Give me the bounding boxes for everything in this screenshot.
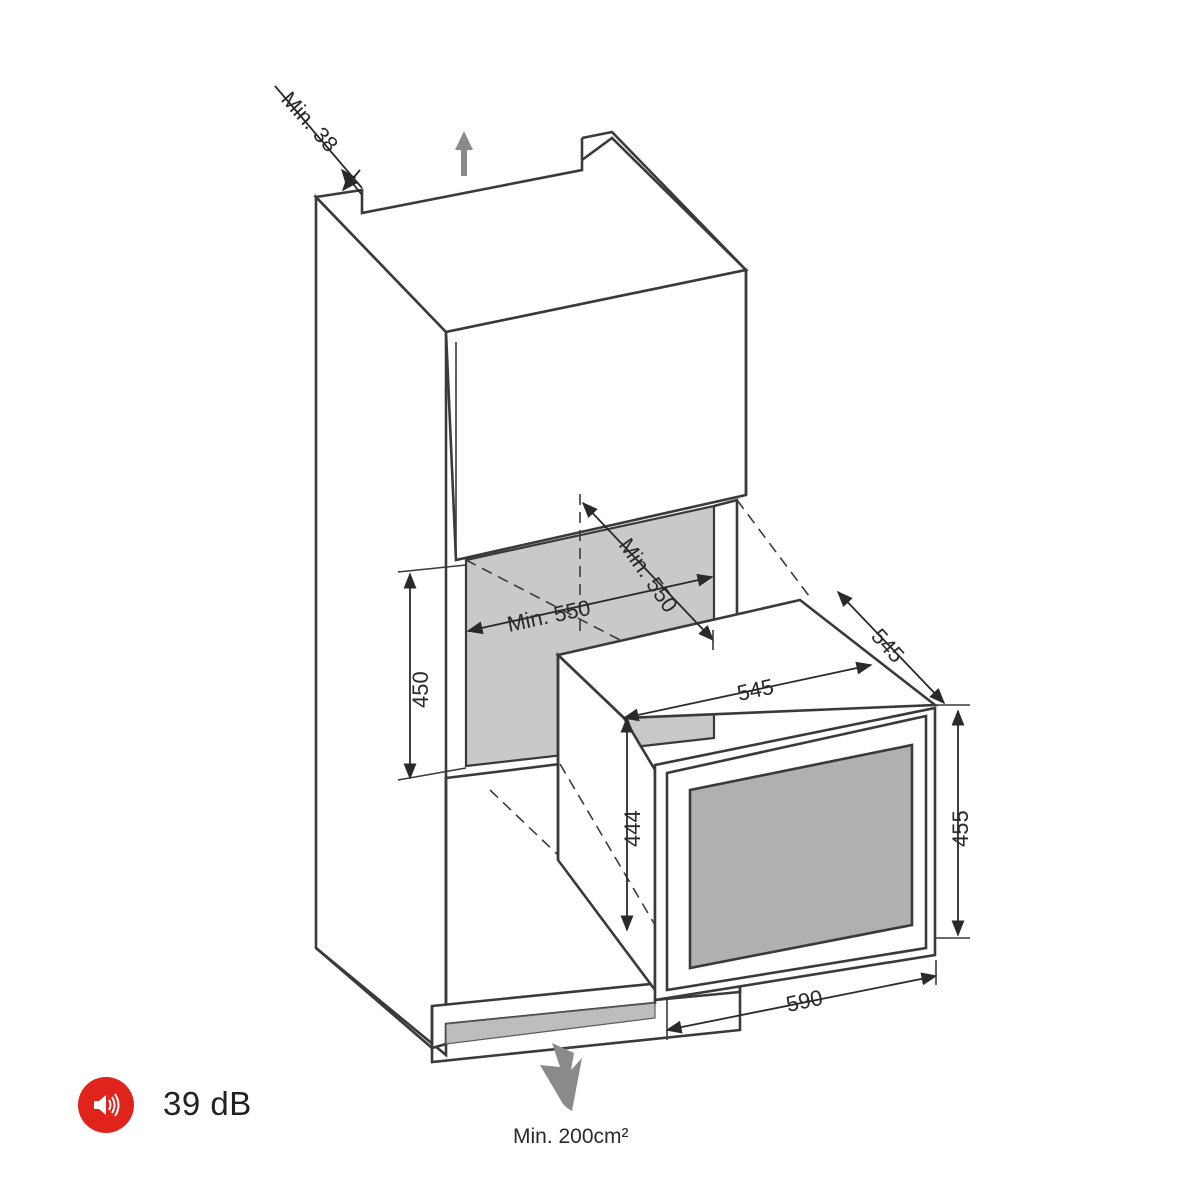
label-444: 444 <box>620 810 645 847</box>
label-min-200cm2: Min. 200cm² <box>513 1125 629 1148</box>
label-590: 590 <box>784 985 825 1017</box>
noise-level: 39 dB <box>163 1085 252 1122</box>
air-inlet-arrow <box>540 1043 582 1111</box>
ventilation-slot <box>445 1002 656 1045</box>
noise-badge <box>78 1077 134 1133</box>
label-450: 450 <box>408 671 433 708</box>
label-min-38: Min. 38 <box>276 87 343 157</box>
speaker-icon <box>94 1093 120 1117</box>
dimension-lines <box>274 85 970 1040</box>
label-455: 455 <box>948 810 973 847</box>
airflow-arrows <box>455 131 582 1111</box>
wine-cooler <box>555 598 939 1002</box>
air-outlet-arrow <box>455 131 473 176</box>
door-glass <box>688 743 914 970</box>
